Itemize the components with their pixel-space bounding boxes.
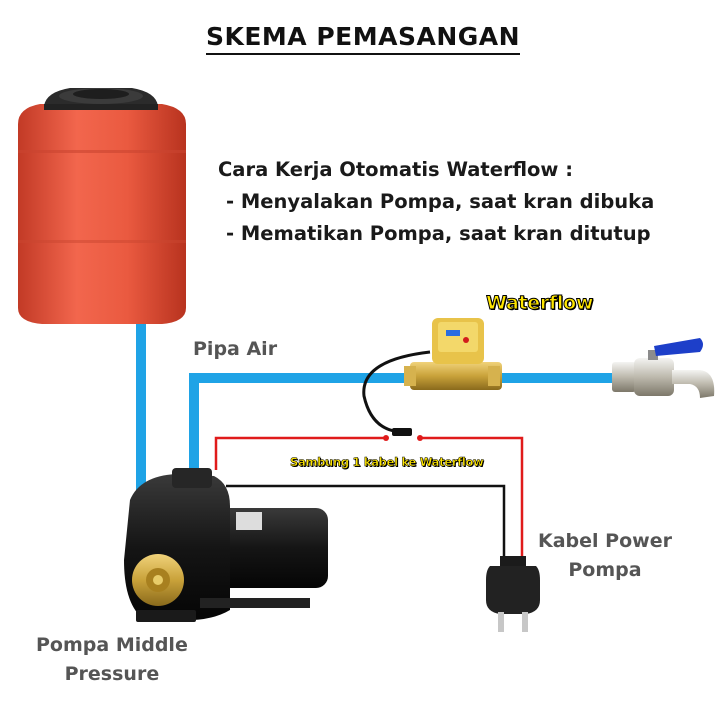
waterflow-sensor-cable	[362, 350, 431, 434]
power-cable-label-line1: Kabel Power	[538, 530, 672, 552]
water-pump-icon	[124, 468, 328, 622]
pipe-horizontal-left	[189, 373, 414, 383]
power-cable-label: Kabel Power Pompa	[538, 527, 672, 585]
page-title-text: SKEMA PEMASANGAN	[205, 22, 521, 55]
power-cable-label-line2: Pompa	[568, 559, 642, 581]
waterflow-switch-icon	[404, 318, 502, 390]
info-item: - Menyalakan Pompa, saat kran dibuka	[226, 190, 655, 213]
power-plug-icon	[486, 556, 540, 632]
cable-note: Sambung 1 kabel ke Waterflow	[290, 455, 484, 470]
page-title: SKEMA PEMASANGAN	[0, 22, 726, 55]
faucet-icon	[612, 338, 715, 398]
info-block: Cara Kerja Otomatis Waterflow : - Menyal…	[218, 154, 654, 250]
wiring	[214, 350, 524, 558]
red-wire-right	[420, 436, 524, 558]
red-wire-left	[214, 436, 386, 470]
pump-label-line2: Pressure	[64, 663, 160, 685]
info-item: - Mematikan Pompa, saat kran ditutup	[226, 222, 651, 245]
info-heading: Cara Kerja Otomatis Waterflow :	[218, 158, 574, 181]
water-pipes	[136, 300, 615, 490]
water-tank-icon	[18, 88, 186, 324]
pipe-horizontal-right	[495, 373, 615, 383]
pump-label: Pompa Middle Pressure	[36, 631, 188, 689]
pipe-tank-to-pump	[136, 300, 146, 490]
pipe-pump-riser	[189, 373, 199, 473]
waterflow-label: Waterflow	[485, 292, 594, 315]
pipe-label: Pipa Air	[193, 338, 278, 360]
pump-label-line1: Pompa Middle	[36, 634, 188, 656]
black-wire	[226, 484, 506, 558]
